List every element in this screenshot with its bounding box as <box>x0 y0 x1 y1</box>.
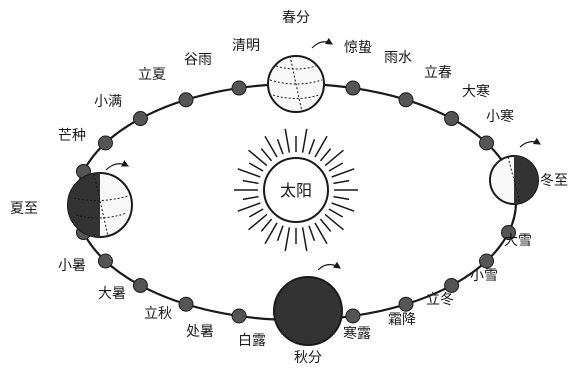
term-label: 冬至 <box>540 173 568 189</box>
term-label: 立秋 <box>144 306 172 322</box>
sun-ray <box>249 209 263 217</box>
orbit-dot <box>346 81 360 95</box>
sun-ray <box>278 139 283 154</box>
sun-ray <box>329 209 343 217</box>
term-label: 大寒 <box>462 83 490 100</box>
sun-ray <box>315 136 327 157</box>
term-label: 大雪 <box>504 233 532 249</box>
term-label: 白露 <box>238 333 266 349</box>
term-label: 惊蛰 <box>344 40 372 56</box>
term-label: 芒种 <box>58 128 86 144</box>
earth-winter-solstice <box>490 142 540 204</box>
sun-ray <box>329 163 343 171</box>
sun-ray <box>285 129 289 153</box>
earth-spring-equinox <box>268 42 332 112</box>
term-label: 寒露 <box>343 325 371 342</box>
sun-ray <box>238 169 261 177</box>
sun-ray <box>249 163 263 171</box>
sun-ray <box>320 149 330 161</box>
term-label: 清明 <box>232 38 260 54</box>
orbit-dot <box>179 297 193 311</box>
term-label: 谷雨 <box>184 52 212 68</box>
orbit-dot <box>399 93 413 107</box>
sun-ray <box>238 203 261 211</box>
orbit-dot <box>445 278 459 292</box>
earth-autumn-equinox <box>274 264 342 345</box>
sun-ray <box>315 223 327 244</box>
sun-ray <box>261 149 271 161</box>
term-label: 霜降 <box>388 312 416 328</box>
orbit-dot <box>445 112 459 126</box>
orbit-dot <box>133 278 147 292</box>
orbit-dot <box>346 309 360 323</box>
sun-ray <box>309 139 314 154</box>
term-label: 小寒 <box>486 108 514 125</box>
term-label: 处暑 <box>186 324 214 340</box>
sun-ray <box>265 223 277 244</box>
term-label: 小暑 <box>58 258 86 274</box>
sun-ray <box>303 129 307 153</box>
sun-ray <box>243 181 259 184</box>
sun-ray <box>309 226 314 241</box>
orbit-dot <box>98 254 112 268</box>
sun-ray <box>265 136 277 157</box>
sun-ray <box>320 219 330 231</box>
sun-ray <box>243 197 259 200</box>
orbit-dot <box>399 297 413 311</box>
orbit-dot <box>480 136 494 150</box>
sun-ray <box>332 203 355 211</box>
term-label: 立春 <box>424 65 452 81</box>
term-label: 雨水 <box>384 50 412 66</box>
term-label: 夏至 <box>10 201 38 217</box>
sun-ray <box>333 181 349 184</box>
sun-ray <box>261 219 271 231</box>
term-label: 立冬 <box>426 292 454 308</box>
orbit-dot <box>232 81 246 95</box>
term-label: 立夏 <box>138 67 166 83</box>
sun: 太阳 <box>234 129 358 251</box>
sun-ray <box>285 227 289 251</box>
orbit-dot <box>179 93 193 107</box>
orbit-dot <box>480 254 494 268</box>
orbit-dot <box>98 136 112 150</box>
term-label: 秋分 <box>294 350 322 366</box>
term-label: 大暑 <box>98 286 126 302</box>
sun-ray <box>278 226 283 241</box>
term-label: 春分 <box>282 10 310 26</box>
orbit-dot <box>232 309 246 323</box>
sun-ray <box>303 227 307 251</box>
orbit-dot <box>133 112 147 126</box>
sun-ray <box>332 169 355 177</box>
term-label: 小雪 <box>470 268 498 284</box>
sun-label: 太阳 <box>280 181 312 200</box>
term-label: 小满 <box>94 94 122 110</box>
sun-ray <box>333 197 349 200</box>
